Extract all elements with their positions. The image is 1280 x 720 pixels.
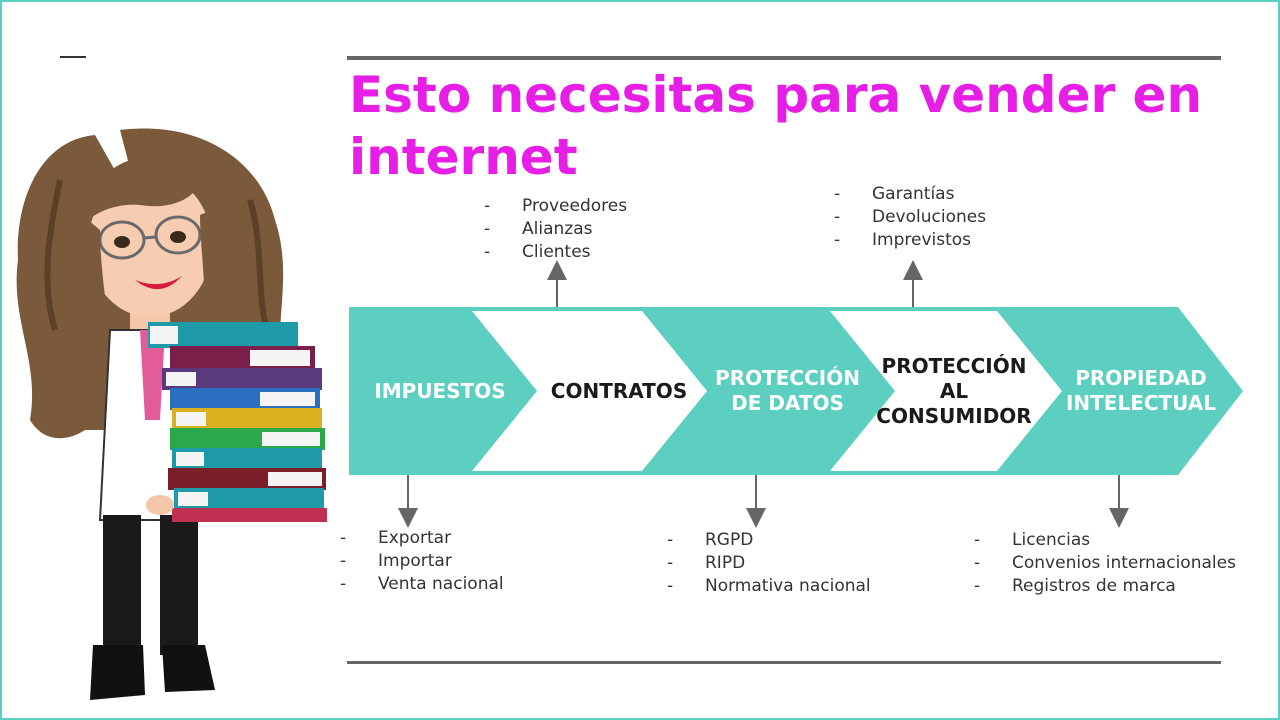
list-item: Proveedores [484,195,627,218]
stage-label-propiedad-intelectual: PROPIEDAD INTELECTUAL [1065,366,1217,415]
list-propiedad-intelectual: Licencias Convenios internacionales Regi… [974,529,1236,598]
stage-label-impuestos: IMPUESTOS [374,378,506,403]
book-stack [148,322,327,522]
top-rule [347,56,1221,60]
list-consumidor: Garantías Devoluciones Imprevistos [834,183,986,252]
chevron-consumidor [830,311,1062,471]
list-item: Imprevistos [834,229,986,252]
list-item: Importar [340,550,504,573]
list-item: RGPD [667,529,871,552]
list-item: Alianzas [484,218,627,241]
list-impuestos: Exportar Importar Venta nacional [340,527,504,596]
list-item: Registros de marca [974,575,1236,598]
list-item: Convenios internacionales [974,552,1236,575]
stage-label-contratos: CONTRATOS [550,378,688,403]
list-item: Venta nacional [340,573,504,596]
list-item: RIPD [667,552,871,575]
chevron-contratos [472,311,707,471]
stage-label-proteccion-datos: PROTECCIÓN DE DATOS [715,366,860,415]
list-proteccion-datos: RGPD RIPD Normativa nacional [667,529,871,598]
list-item: Devoluciones [834,206,986,229]
list-item: Clientes [484,241,627,264]
list-item: Licencias [974,529,1236,552]
corner-dash [60,56,86,58]
list-item: Normativa nacional [667,575,871,598]
list-item: Garantías [834,183,986,206]
list-contratos: Proveedores Alianzas Clientes [484,195,627,264]
bottom-rule [347,661,1221,664]
stage-label-proteccion-consumidor: PROTECCIÓN AL CONSUMIDOR [876,353,1032,428]
list-item: Exportar [340,527,504,550]
slide-title: Esto necesitas para vender en internet [349,66,1203,186]
avatar-with-books-illustration [16,128,327,700]
